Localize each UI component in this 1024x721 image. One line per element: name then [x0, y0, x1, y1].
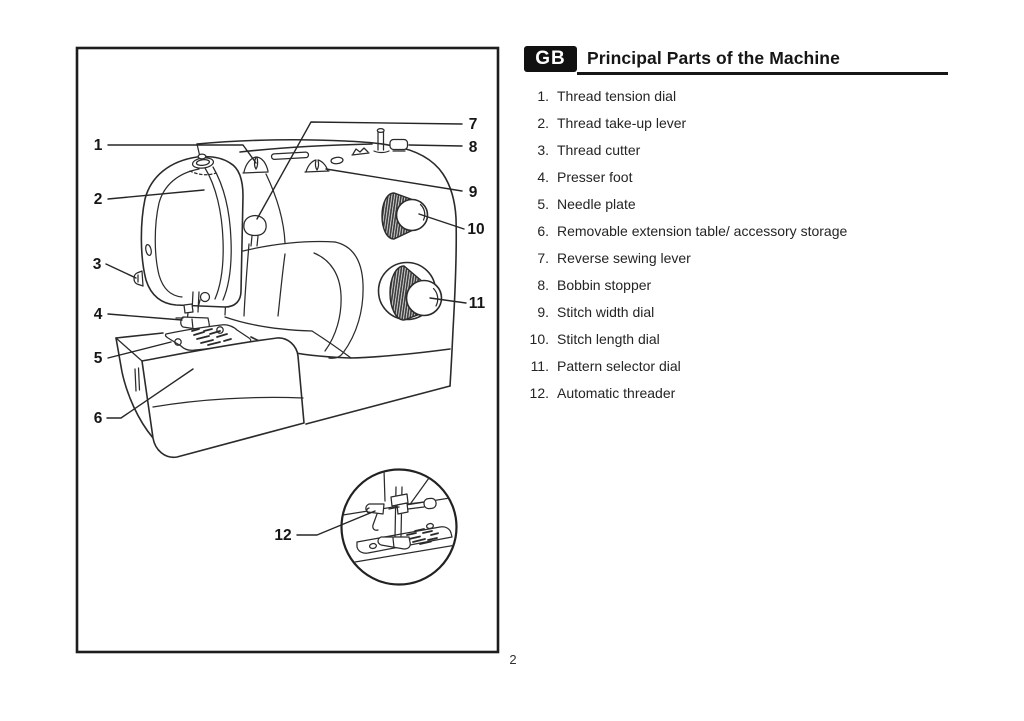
- item-label: Removable extension table/ accessory sto…: [557, 222, 848, 239]
- item-number: 12.: [529, 384, 549, 401]
- list-item: 10. Stitch length dial: [524, 325, 994, 352]
- item-number: 1.: [537, 87, 549, 104]
- page-title: Principal Parts of the Machine: [587, 48, 840, 68]
- extension-table-drawing: [134, 337, 305, 459]
- item-number: 5.: [537, 195, 549, 212]
- title-underline: [577, 72, 948, 75]
- list-item: 7. Reverse sewing lever: [524, 244, 994, 271]
- list-item: 9. Stitch width dial: [524, 298, 994, 325]
- item-label: Bobbin stopper: [557, 276, 652, 293]
- list-item: 11. Pattern selector dial: [524, 352, 994, 379]
- item-number: 10.: [529, 330, 549, 347]
- leader-lines: [105, 121, 467, 536]
- callout-2: 2: [94, 191, 103, 208]
- language-badge: GB: [524, 46, 577, 72]
- list-item: 12. Automatic threader: [524, 379, 994, 406]
- callout-4: 4: [94, 306, 103, 323]
- list-item: 4. Presser foot: [524, 163, 994, 190]
- reverse-sewing-lever-drawing: [243, 214, 267, 247]
- bobbin-winder-drawing: [373, 127, 390, 154]
- item-number: 2.: [537, 114, 549, 131]
- diagram-frame: [75, 46, 500, 654]
- item-number: 4.: [537, 168, 549, 185]
- item-number: 9.: [537, 303, 549, 320]
- list-item: 1. Thread tension dial: [524, 82, 994, 109]
- item-number: 8.: [537, 276, 549, 293]
- item-label: Stitch length dial: [557, 330, 660, 347]
- bobbin-stopper-drawing: [389, 138, 409, 152]
- callout-5: 5: [94, 350, 103, 367]
- item-label: Stitch width dial: [557, 303, 655, 320]
- thread-take-up-lever-drawing: [204, 166, 232, 301]
- thread-tension-dial-drawing: [189, 153, 217, 176]
- thread-guide-drawing: [242, 156, 269, 174]
- callout-10: 10: [467, 221, 484, 238]
- machine-head: [140, 155, 244, 308]
- parts-list: 1. Thread tension dial 2. Thread take-up l…: [524, 82, 994, 406]
- item-label: Thread tension dial: [557, 87, 677, 104]
- callout-11: 11: [469, 295, 486, 312]
- pattern-selector-dial-drawing: [377, 261, 443, 321]
- page-number: 2: [509, 652, 517, 667]
- item-number: 6.: [537, 222, 549, 239]
- list-item: 8. Bobbin stopper: [524, 271, 994, 298]
- presser-foot-drawing: [175, 291, 211, 331]
- item-label: Needle plate: [557, 195, 636, 212]
- item-label: Presser foot: [557, 168, 633, 185]
- list-item: 3. Thread cutter: [524, 136, 994, 163]
- item-number: 11.: [530, 357, 549, 374]
- item-label: Pattern selector dial: [557, 357, 681, 374]
- callout-3: 3: [93, 256, 102, 273]
- callout-9: 9: [469, 184, 478, 201]
- list-item: 6. Removable extension table/ accessory s…: [524, 217, 994, 244]
- rear-thread-guide-drawing: [351, 147, 370, 156]
- callout-1: 1: [94, 137, 103, 154]
- item-number: 7.: [537, 249, 549, 266]
- callout-6: 6: [94, 410, 103, 427]
- automatic-threader-inset: [340, 468, 458, 586]
- item-label: Automatic threader: [557, 384, 676, 401]
- callout-7: 7: [469, 116, 478, 133]
- stitch-width-lever-drawing: [304, 159, 330, 173]
- item-label: Thread cutter: [557, 141, 641, 158]
- callout-12: 12: [274, 527, 291, 544]
- item-label: Reverse sewing lever: [557, 249, 691, 266]
- stitch-length-dial-drawing: [381, 192, 429, 240]
- callout-8: 8: [469, 139, 478, 156]
- item-label: Thread take-up lever: [557, 114, 687, 131]
- machine-drawing: [115, 127, 458, 459]
- list-item: 5. Needle plate: [524, 190, 994, 217]
- item-number: 3.: [537, 141, 549, 158]
- list-item: 2. Thread take-up lever: [524, 109, 994, 136]
